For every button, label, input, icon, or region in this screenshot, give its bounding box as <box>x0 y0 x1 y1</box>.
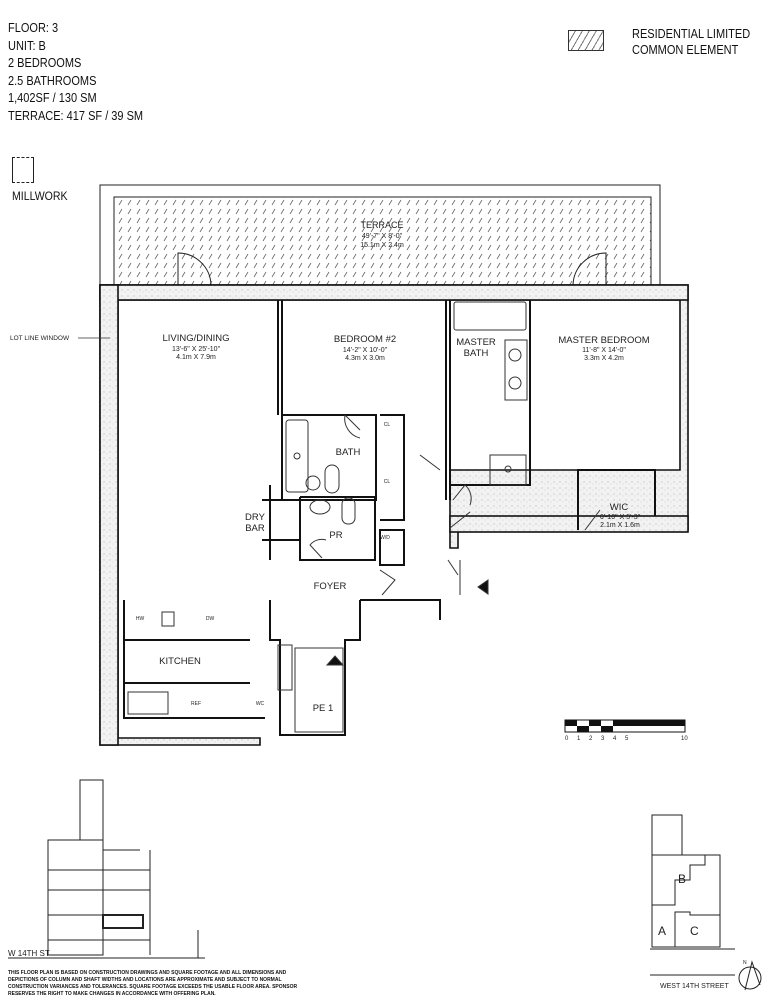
terrace-dim-m: 15.1m X 2.4m <box>360 242 404 249</box>
terrace-door-right <box>572 252 607 286</box>
sink-icon <box>508 348 522 362</box>
bedrooms-label: 2 BEDROOMS <box>8 56 82 70</box>
svg-text:N: N <box>743 960 747 966</box>
floor-label: FLOOR: 3 <box>8 21 59 35</box>
sink-icon <box>305 475 321 491</box>
bath-label: BATH <box>336 447 361 458</box>
master-tub-icon <box>453 301 527 331</box>
hatch-legend-label-1: RESIDENTIAL LIMITED <box>632 27 751 41</box>
ref-label: REF <box>191 701 201 707</box>
closet-label-1: CL <box>384 422 391 428</box>
wc-label: WC <box>256 701 265 707</box>
north-arrow-icon: N <box>738 960 762 991</box>
hatch-swatch <box>568 30 604 51</box>
bedroom2-dim-m: 4.3m X 3.0m <box>345 355 385 362</box>
building-elevation: W 14TH ST <box>8 779 205 959</box>
scale-tick-4: 4 <box>613 736 617 742</box>
unit-label: UNIT: B <box>8 38 46 53</box>
foyer-label: FOYER <box>314 581 347 592</box>
disclaimer: THIS FLOOR PLAN IS BASED ON CONSTRUCTION… <box>8 970 298 997</box>
terrace-dim-ft: 49'-7" X 8'-0" <box>362 233 403 240</box>
scale-tick-2: 2 <box>589 736 593 742</box>
range-icon <box>127 691 169 715</box>
terrace: TERRACE 49'-7" X 8'-0" 15.1m X 2.4m <box>99 184 661 286</box>
closet-label-2: CL <box>384 479 391 485</box>
wic-dim-ft: 6'-10" X 5'-3" <box>600 514 641 521</box>
living-dining-label: LIVING/DINING <box>162 333 229 344</box>
master-bedroom-dim-ft: 11'-8" X 14'-0" <box>582 347 626 354</box>
master-bedroom-dim-m: 3.3m X 4.2m <box>584 355 624 362</box>
drain-icon <box>293 452 301 460</box>
room-labels: LIVING/DINING 13'-6" X 25'-10" 4.1m X 7.… <box>136 333 650 714</box>
dry-bar-label-2: BAR <box>245 523 265 534</box>
scale-tick-5: 5 <box>625 736 629 742</box>
master-bath-label-2: BATH <box>464 348 489 359</box>
washer-dryer-label: W/D <box>380 535 390 541</box>
shower-icon <box>489 454 527 486</box>
elevator-label: PE 1 <box>313 703 334 714</box>
interior-walls <box>123 300 656 736</box>
pr-label: PR <box>329 530 342 541</box>
toilet-icon <box>324 464 340 494</box>
hw-label: HW <box>136 616 145 622</box>
pr-sink-icon <box>309 499 331 515</box>
hatch-legend-label-2: COMMON ELEMENT <box>632 43 739 57</box>
lot-line-window-label: LOT LINE WINDOW <box>10 335 70 342</box>
bedroom2-label: BEDROOM #2 <box>334 334 396 345</box>
terrace-area-label: TERRACE: 417 SF / 39 SM <box>8 108 144 123</box>
elevator-arrow-icon <box>325 655 345 666</box>
wic-label: WIC <box>610 502 629 513</box>
elevator-car <box>294 647 344 733</box>
master-bath-label-1: MASTER <box>456 337 496 348</box>
scale-tick-10: 10 <box>681 736 688 742</box>
key-plan: B A C WEST 14TH STREET N <box>650 814 762 991</box>
key-unit-b: B <box>678 872 686 886</box>
bedroom2-dim-ft: 14'-2" X 10'-0" <box>343 347 388 354</box>
scale-tick-0: 0 <box>565 736 569 742</box>
area-label: 1,402SF / 130 SM <box>8 91 97 105</box>
bathtub-icon <box>285 419 309 493</box>
living-dim-ft: 13'-6" X 25'-10" <box>172 346 221 353</box>
key-unit-a: A <box>658 924 666 938</box>
kitchen-sink-icon <box>161 611 175 627</box>
bench-icon <box>277 644 293 691</box>
millwork-legend: MILLWORK <box>12 157 75 203</box>
scale-tick-3: 3 <box>601 736 605 742</box>
key-street-label: WEST 14TH STREET <box>660 983 729 990</box>
scale-bar: 0 1 2 3 4 5 10 <box>564 719 688 742</box>
fixtures <box>127 301 528 733</box>
key-unit-c: C <box>690 924 699 938</box>
wic-dim-m: 2.1m X 1.6m <box>600 522 640 529</box>
dry-bar-label-1: DRY <box>245 512 266 523</box>
terrace-name: TERRACE <box>360 220 403 230</box>
pr-toilet-icon <box>341 497 356 525</box>
scale-tick-1: 1 <box>577 736 581 742</box>
vanity-icon <box>504 339 528 401</box>
exterior-walls <box>99 284 689 746</box>
elevation-street-label: W 14TH ST <box>8 949 50 958</box>
millwork-label: MILLWORK <box>12 189 68 203</box>
entry-arrow-icon <box>477 579 489 595</box>
kitchen-label: KITCHEN <box>159 656 201 667</box>
doors <box>309 414 601 596</box>
master-bedroom-label: MASTER BEDROOM <box>558 335 649 346</box>
sink-icon <box>508 376 522 390</box>
unit-info: FLOOR: 3 UNIT: B 2 BEDROOMS 2.5 BATHROOM… <box>8 20 143 125</box>
living-dim-m: 4.1m X 7.9m <box>176 354 216 361</box>
bathrooms-label: 2.5 BATHROOMS <box>8 73 97 88</box>
dw-label: DW <box>206 616 215 622</box>
terrace-door-left <box>177 252 212 286</box>
millwork-swatch <box>12 157 34 183</box>
